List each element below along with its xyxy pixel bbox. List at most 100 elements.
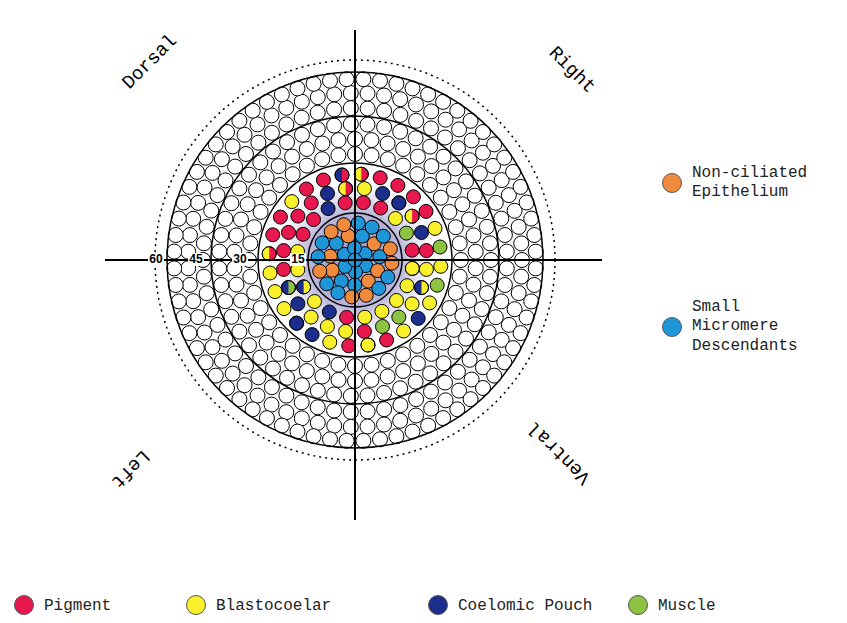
cell	[410, 167, 425, 182]
cell	[361, 338, 375, 352]
cell	[167, 244, 182, 259]
legend-text: Blastocoelar	[216, 597, 331, 616]
cell	[377, 385, 392, 400]
cell	[351, 216, 365, 230]
cell	[282, 281, 296, 295]
cell	[380, 152, 395, 167]
cell	[343, 404, 358, 419]
cell	[474, 302, 489, 317]
cell	[321, 187, 335, 201]
cell	[204, 203, 219, 218]
cell	[324, 225, 338, 239]
cell	[339, 324, 353, 338]
cell	[393, 398, 408, 413]
cell	[365, 220, 379, 234]
cell	[424, 159, 439, 174]
cell	[295, 378, 310, 393]
cell	[434, 259, 448, 273]
cell	[299, 347, 314, 362]
cell-outline	[405, 209, 419, 223]
cell-outline	[405, 261, 419, 275]
cell	[356, 72, 371, 87]
cell	[343, 101, 358, 116]
cell	[342, 339, 356, 353]
cell	[423, 328, 438, 343]
cell	[308, 295, 322, 309]
cell	[214, 228, 229, 243]
cell-half	[405, 209, 412, 223]
cell	[360, 419, 375, 434]
cell	[494, 294, 509, 309]
cell	[232, 324, 247, 339]
cell	[483, 236, 498, 251]
cell	[273, 210, 287, 224]
cell	[442, 301, 457, 316]
cell	[377, 103, 392, 118]
cell	[380, 333, 394, 347]
cell	[466, 277, 481, 292]
cell	[243, 236, 258, 251]
cell	[263, 266, 277, 280]
cell	[285, 149, 300, 164]
cell	[338, 196, 352, 210]
cell	[360, 117, 375, 132]
cell	[396, 158, 411, 173]
cell	[310, 383, 325, 398]
cell	[315, 353, 330, 368]
cell	[409, 113, 424, 128]
cell	[415, 281, 429, 295]
cell	[377, 402, 392, 417]
cell	[474, 203, 489, 218]
cell	[331, 133, 346, 148]
cell-outline	[281, 281, 295, 295]
cell	[186, 294, 201, 309]
cell	[364, 357, 379, 372]
cell	[376, 187, 390, 201]
cell	[405, 261, 419, 275]
cell	[331, 372, 346, 387]
cell-outline	[297, 280, 311, 294]
cell	[229, 228, 244, 243]
cell	[357, 324, 371, 338]
cell	[410, 149, 425, 164]
cell	[285, 356, 300, 371]
cell	[400, 279, 414, 293]
cell	[250, 388, 265, 403]
cell	[396, 142, 411, 157]
cell	[372, 281, 386, 295]
cell	[499, 244, 514, 259]
cell	[392, 196, 406, 210]
cell	[354, 167, 368, 181]
cell	[410, 356, 425, 371]
cell	[381, 270, 395, 284]
cell	[182, 277, 197, 292]
cell	[237, 378, 252, 393]
cell	[266, 228, 280, 242]
cell	[277, 262, 291, 276]
cell	[419, 204, 433, 218]
cell	[199, 286, 214, 301]
cell	[424, 384, 439, 399]
cell	[393, 92, 408, 107]
cell	[377, 88, 392, 103]
cell	[168, 278, 183, 293]
cell-half	[290, 316, 297, 330]
cell	[409, 408, 424, 423]
legend-swatch	[662, 317, 682, 337]
cell	[259, 170, 274, 185]
cell	[218, 173, 233, 188]
legend-swatch	[14, 595, 34, 615]
cell	[442, 204, 457, 219]
cell	[327, 118, 342, 133]
cell	[343, 419, 358, 434]
cell	[273, 328, 288, 343]
cell	[335, 168, 349, 182]
cell	[299, 364, 314, 379]
cell	[327, 387, 342, 402]
cell	[340, 310, 354, 324]
cell	[452, 269, 467, 284]
cell-outline	[415, 281, 429, 295]
legend-swatch	[628, 595, 648, 615]
cell	[514, 236, 529, 251]
cell	[488, 310, 503, 325]
